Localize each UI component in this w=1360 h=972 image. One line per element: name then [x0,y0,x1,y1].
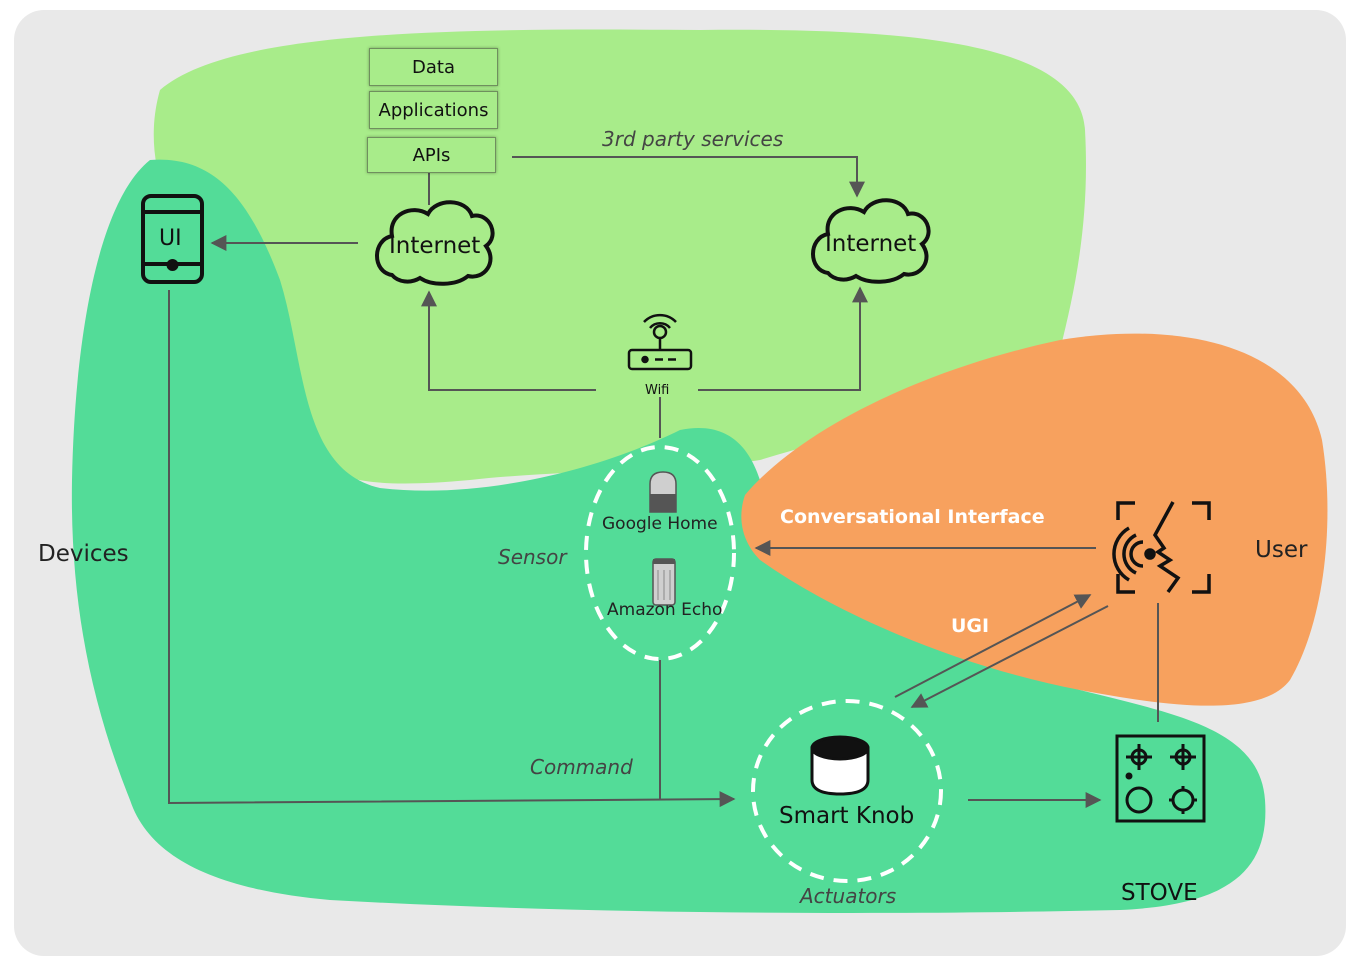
amazon-echo-label: Amazon Echo [607,600,723,620]
conversational-interface-label: Conversational Interface [780,506,1045,528]
devices-region [71,159,1266,913]
command-label: Command [530,755,633,779]
cloud-icon-right [811,198,931,284]
sensor-group-outline [584,445,736,661]
sensor-label: Sensor [498,545,567,569]
stove-label: STOVE [1121,880,1198,906]
actuators-label: Actuators [800,884,897,908]
third-party-services-label: 3rd party services [602,127,784,151]
user-region [741,333,1328,706]
applications-box: Applications [369,91,498,129]
internet-left-label: Internet [389,233,481,259]
connectors [168,156,1159,808]
tablet-icon [141,194,204,284]
google-home-label: Google Home [602,514,718,534]
stove-icon [1115,734,1206,823]
cloud-icon-left [375,200,495,286]
google-home-icon [649,471,677,513]
devices-label: Devices [38,541,129,567]
smart-knob-label: Smart Knob [779,803,915,829]
ui-label: UI [159,226,182,251]
smart-knob-icon [810,735,870,796]
amazon-echo-icon [652,558,676,606]
apis-box: APIs [367,137,496,173]
actuator-group-outline [751,699,943,883]
wifi-label: Wifi [645,383,670,398]
router-icon [627,313,693,371]
internet-right-label: Internet [825,231,917,257]
voice-command-icon [1112,501,1211,594]
data-box: Data [369,48,498,86]
user-label: User [1255,537,1308,563]
ugi-label: UGI [951,615,990,637]
